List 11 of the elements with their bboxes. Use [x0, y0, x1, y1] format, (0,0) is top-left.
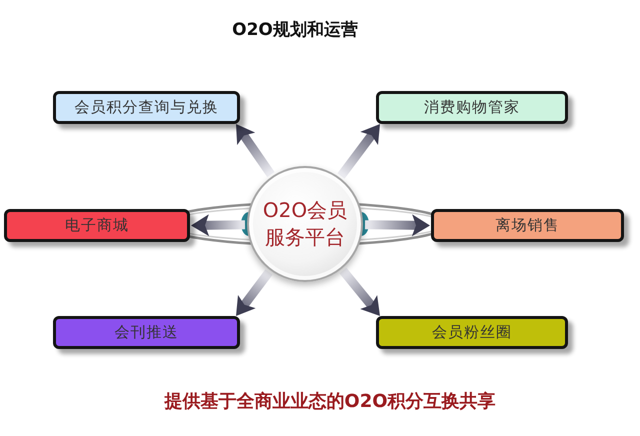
hub-circle: O2O会员服务平台 [247, 166, 363, 282]
caption-text: 提供基于全商业业态的O2O积分互换共享 [164, 390, 496, 414]
arrow [364, 214, 430, 236]
feature-box: 会员积分查询与兑换 [53, 91, 240, 124]
feature-box: 离场销售 [431, 209, 624, 242]
diagram-title: O2O规划和运营 [232, 19, 358, 41]
feature-box: 电子商城 [4, 209, 190, 242]
feature-box: 会员粉丝圈 [376, 316, 568, 349]
feature-box: 消费购物管家 [376, 91, 568, 124]
feature-box: 会刊推送 [53, 316, 240, 349]
arrow [190, 214, 246, 236]
